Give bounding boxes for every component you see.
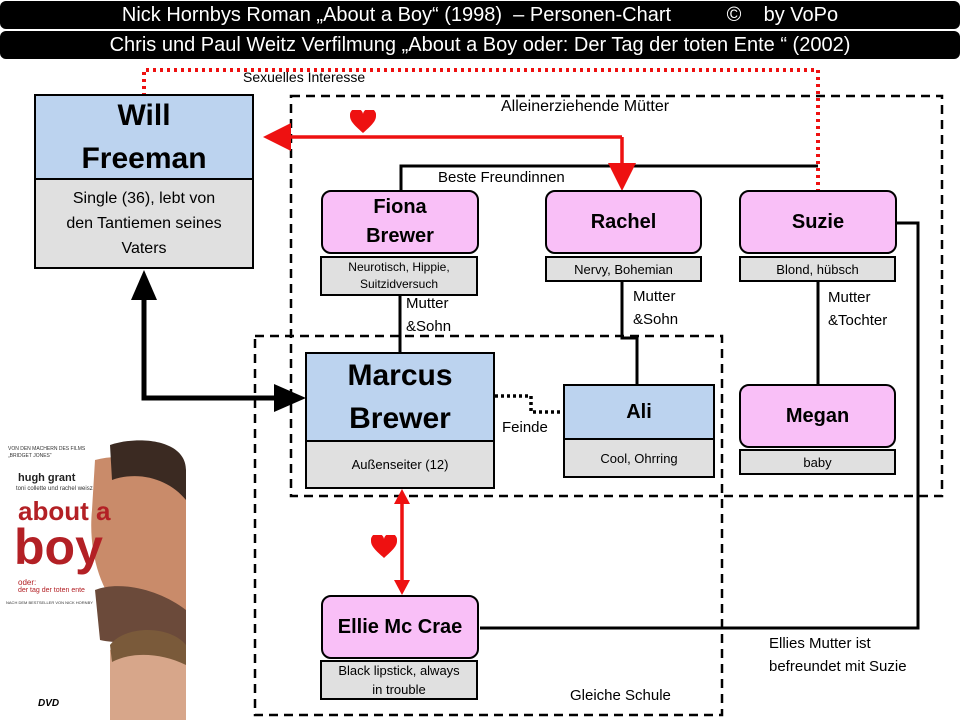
label-suzie-megan: Mutter &Tochter: [828, 286, 887, 332]
poster-subtitle-line-2: der tag der toten ente: [18, 587, 85, 594]
rachel-ali-line: [620, 282, 639, 385]
person-megan-name: Megan: [739, 384, 896, 448]
person-suzie-name: Suzie: [739, 190, 897, 254]
poster-top-credits: VON DEN MACHERN DES FILMS „BRIDGET JONES…: [8, 446, 86, 459]
person-marcus-name: Marcus Brewer: [305, 352, 495, 442]
ellie-desc-line-2: in trouble: [372, 682, 426, 697]
person-rachel-name: Rachel: [545, 190, 702, 254]
arrow-to-marcus-red: [394, 489, 410, 504]
person-will-description: Single (36), lebt von den Tantiemen sein…: [34, 178, 254, 269]
heart-icon: [350, 110, 376, 133]
fiona-name-line-1: Fiona: [373, 196, 427, 218]
person-rachel-description: Nervy, Bohemian: [545, 256, 702, 282]
will-marcus-line: [141, 295, 288, 401]
ellie-suzie-line-1: Ellies Mutter ist: [769, 635, 871, 652]
label-ellie-suzie: Ellies Mutter ist befreundet mit Suzie: [769, 632, 907, 678]
person-megan-description: baby: [739, 449, 896, 475]
will-desc-line-2: den Tantiemen seines: [66, 215, 222, 232]
label-enemies: Feinde: [502, 419, 548, 436]
header-title-line-1: Nick Hornbys Roman „About a Boy“ (1998) …: [0, 1, 960, 29]
poster-actors-2: toni collette und rachel weisz: [16, 486, 93, 492]
fiona-desc-line-1: Neurotisch, Hippie,: [348, 260, 450, 274]
arrow-to-marcus: [274, 384, 306, 412]
poster-title-line-1: about a: [18, 496, 111, 526]
arrow-to-will: [131, 270, 157, 300]
fiona-marcus-line-2: &Sohn: [406, 318, 452, 335]
person-marcus-description: Außenseiter (12): [305, 440, 495, 489]
marcus-name-line-2: Brewer: [349, 402, 451, 435]
poster-title-line-2: boy: [14, 519, 103, 575]
enemies-line: [495, 394, 562, 414]
heart-icon: [371, 535, 397, 558]
suzie-megan-line-1: Mutter: [828, 289, 871, 306]
best-friends-line: [399, 164, 818, 190]
person-ali-name: Ali: [563, 384, 715, 440]
poster-dvd-logo: DVD: [38, 698, 60, 709]
ellie-suzie-line-2: befreundet mit Suzie: [769, 658, 907, 675]
poster-actor-1: hugh grant: [18, 472, 76, 484]
person-fiona-name: Fiona Brewer: [321, 190, 479, 254]
ellie-suzie-line: [480, 221, 920, 630]
person-fiona-description: Neurotisch, Hippie, Suitzidversuch: [320, 256, 478, 296]
will-name-line-2: Freeman: [81, 142, 207, 175]
will-desc-line-1: Single (36), lebt von: [72, 190, 216, 207]
label-best-friends: Beste Freundinnen: [438, 169, 565, 186]
fiona-desc-line-2: Suitzidversuch: [359, 277, 439, 291]
poster-bottom-credits: NACH DEM BESTSELLER VON NICK HORNBY: [6, 600, 93, 605]
label-single-mothers: Alleinerziehende Mütter: [501, 98, 670, 115]
label-sexual-interest: Sexuelles Interesse: [243, 69, 366, 85]
person-will-name: Will Freeman: [34, 94, 254, 180]
person-suzie-description: Blond, hübsch: [739, 256, 896, 282]
suzie-megan-line-2: &Tochter: [828, 312, 888, 329]
will-desc-line-3: Vaters: [121, 240, 167, 257]
person-ellie-description: Black lipstick, always in trouble: [320, 660, 478, 700]
person-ellie-name: Ellie Mc Crae: [321, 595, 479, 659]
label-fiona-marcus: Mutter &Sohn: [406, 292, 451, 338]
person-ali-description: Cool, Ohrring: [563, 438, 715, 478]
fiona-marcus-line-1: Mutter: [406, 295, 449, 312]
header-title-line-2: Chris und Paul Weitz Verfilmung „About a…: [0, 31, 960, 59]
label-same-school: Gleiche Schule: [570, 687, 671, 704]
rachel-ali-line-2: &Sohn: [633, 311, 679, 328]
ellie-desc-line-1: Black lipstick, always: [338, 663, 460, 678]
will-name-line-1: Will: [117, 99, 171, 132]
group-same-school: [253, 334, 724, 717]
dvd-cover-image: VON DEN MACHERN DES FILMS „BRIDGET JONES…: [0, 440, 186, 720]
arrow-to-ellie-red: [394, 580, 410, 595]
label-rachel-ali: Mutter &Sohn: [633, 285, 678, 331]
rachel-ali-line-1: Mutter: [633, 288, 676, 305]
dvd-cover-art: [0, 440, 186, 720]
marcus-name-line-1: Marcus: [347, 359, 453, 392]
fiona-name-line-2: Brewer: [366, 225, 434, 247]
poster-subtitle-line-1: oder:: [18, 578, 37, 587]
